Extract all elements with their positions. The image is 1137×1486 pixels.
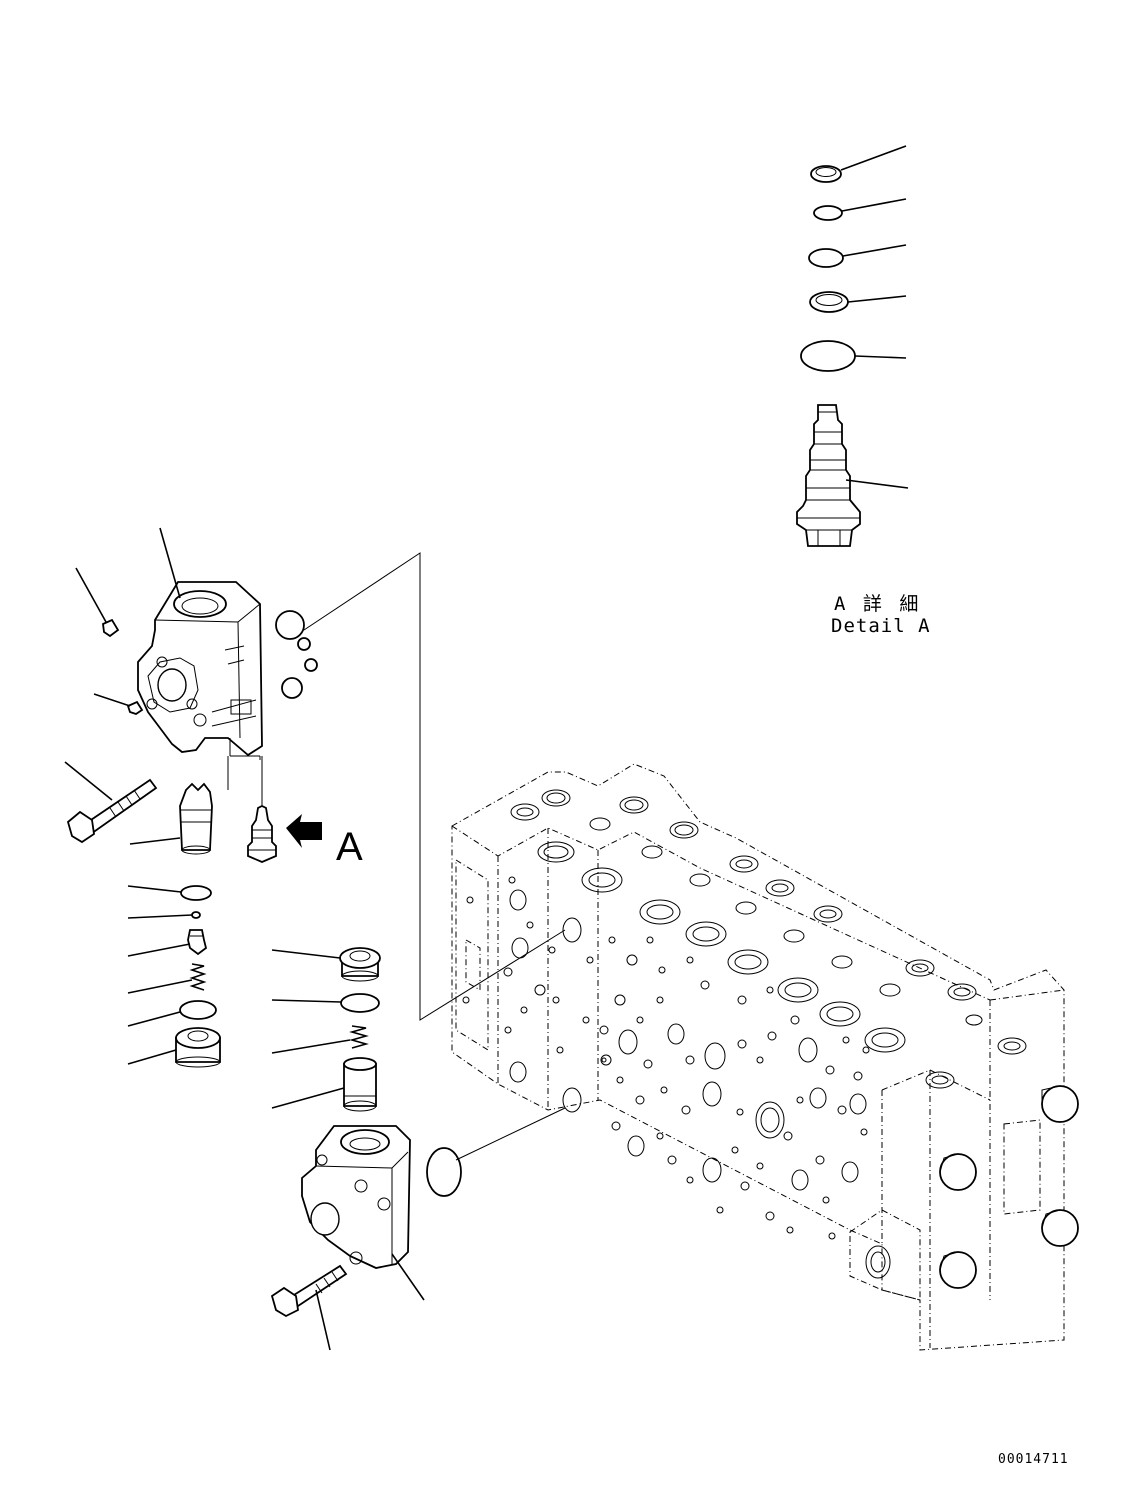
leader-line-o-ring-lower-left <box>127 1011 181 1027</box>
o-ring-lower-right <box>340 993 380 1013</box>
leader-line-o-ring-lower-right <box>271 999 342 1003</box>
lower-valve-section <box>270 947 425 1351</box>
view-arrow <box>286 814 322 848</box>
leader-line-plug-cap-right <box>271 949 341 959</box>
relief-valve-upper <box>247 804 277 863</box>
leader-line-detail-2 <box>841 198 907 212</box>
leader-line-plug-1 <box>75 567 107 623</box>
mounting-bolt-lower <box>270 1264 348 1318</box>
mounting-bolt-upper <box>66 778 158 844</box>
detail-caption-jp: A 詳 細 <box>834 593 922 615</box>
leader-line-detail-6 <box>845 479 909 489</box>
assembly-line-upper <box>303 552 566 1021</box>
detail-caption-en: Detail A <box>831 615 931 637</box>
leader-line-detail-3 <box>842 244 907 257</box>
upper-valve-section-body <box>137 581 263 760</box>
end-cap-top-right <box>1041 1085 1079 1123</box>
port-lower-left-block <box>865 1245 891 1279</box>
end-cap-low-left <box>939 1251 977 1289</box>
relief-valve-cartridge <box>796 404 861 547</box>
leader-line-spring-upper <box>127 979 193 994</box>
o-ring-main-block <box>426 1147 462 1197</box>
spring-lower <box>349 1025 369 1049</box>
leader-line-check-valve <box>271 1087 345 1109</box>
o-ring-upper <box>180 885 212 901</box>
o-ring-medium <box>808 248 844 268</box>
lower-valve-body <box>301 1125 411 1269</box>
backup-ring-2 <box>809 291 849 313</box>
leader-line-plug-cap <box>127 1049 177 1065</box>
poppet <box>187 929 208 956</box>
check-valve <box>343 1057 377 1112</box>
leader-line-sleeve <box>129 837 181 845</box>
end-cap-mid-left <box>939 1153 977 1191</box>
plug-cap-right <box>339 947 381 982</box>
backup-ring-1 <box>810 165 842 183</box>
upper-valve-section: A <box>64 527 363 1068</box>
leader-line-bolt-lower <box>315 1289 331 1351</box>
plug-small-1 <box>102 618 120 638</box>
plug-cap-left <box>175 1027 221 1068</box>
plug-small-2 <box>126 700 144 715</box>
leader-line-poppet <box>127 943 191 957</box>
leader-line-ball <box>127 914 193 919</box>
leader-line-spring-lower <box>271 1039 351 1054</box>
piston-sleeve <box>179 782 213 855</box>
o-ring-large <box>800 340 856 372</box>
leader-line-plug-2 <box>93 693 131 707</box>
o-ring-lower-left <box>179 1000 217 1020</box>
ball-small <box>191 911 201 919</box>
assembly-line-lower <box>455 1107 566 1161</box>
leader-line-detail-4 <box>847 295 907 303</box>
leader-line-detail-1 <box>840 145 907 171</box>
leader-line-o-ring-upper <box>127 885 182 893</box>
o-ring-small <box>813 205 843 221</box>
drawing-number: 00014711 <box>998 1452 1069 1467</box>
leader-line-detail-5 <box>854 355 907 359</box>
o-rings-upper-seal <box>275 610 318 699</box>
spring-upper <box>189 963 207 991</box>
leader-line-bolt-upper <box>64 761 113 801</box>
leader-line-body <box>159 527 181 599</box>
end-cap-mid-right <box>1041 1209 1079 1247</box>
main-control-valve-block <box>451 763 1079 1351</box>
leader-line-lower-body <box>391 1253 425 1301</box>
view-label: A <box>336 825 363 869</box>
detail-a-group <box>796 145 909 547</box>
